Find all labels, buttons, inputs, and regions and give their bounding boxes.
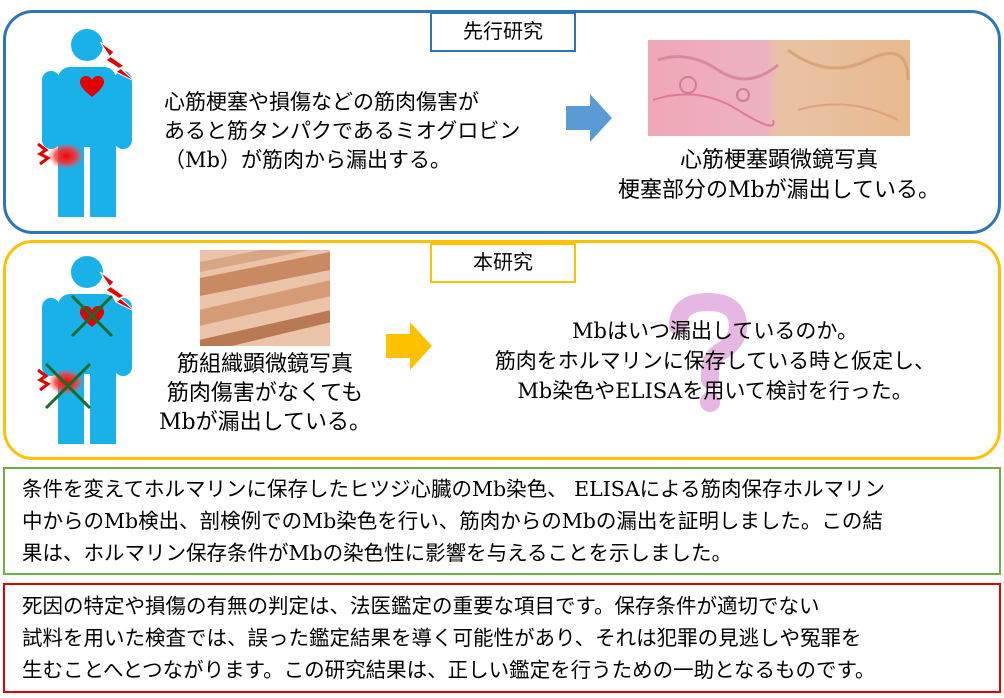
prior-study-description: 心筋梗塞や損傷などの筋肉傷害が あると筋タンパクであるミオグロビン （Mb）が筋…: [164, 90, 521, 172]
right-arrow-icon: [566, 94, 612, 142]
results-text: 条件を変えてホルマリンに保存したヒツジ心臓のMb染色、 ELISAによる筋肉保存…: [22, 477, 886, 565]
lightning-icon: [99, 271, 137, 313]
heart-icon: [80, 76, 104, 97]
lightning-icon: [99, 41, 137, 83]
cross-mark-icon: [70, 294, 114, 338]
cross-mark-icon: [44, 362, 92, 410]
results-panel: [3, 467, 1001, 575]
muscle-micrograph: [200, 250, 330, 346]
myocardial-micrograph-caption: 心筋梗塞顕微鏡写真 梗塞部分のMbが漏出している。: [618, 148, 940, 203]
muscle-micrograph-caption: 筋組織顕微鏡写真 筋肉傷害がなくても Mbが漏出している。: [159, 352, 371, 435]
prior-study-panel: [3, 10, 1001, 234]
right-arrow-icon: [386, 322, 432, 370]
research-question: Mbはいつ漏出しているのか。 筋肉をホルマリンに保存している時と仮定し、 Mb染…: [494, 319, 936, 403]
question-mark-icon: [669, 292, 748, 412]
significance-panel: [3, 583, 1001, 693]
prior-study-tag: 先行研究: [430, 12, 576, 52]
current-study-tag: 本研究: [430, 243, 576, 283]
myocardial-micrograph: [648, 40, 910, 136]
person-figure-icon: [42, 256, 132, 444]
injury-glow-icon: [37, 142, 84, 169]
significance-text: 死因の特定や損傷の有無の判定は、法医鑑定の重要な項目です。保存条件が適切でない …: [22, 594, 876, 682]
current-study-panel: [3, 240, 1001, 460]
